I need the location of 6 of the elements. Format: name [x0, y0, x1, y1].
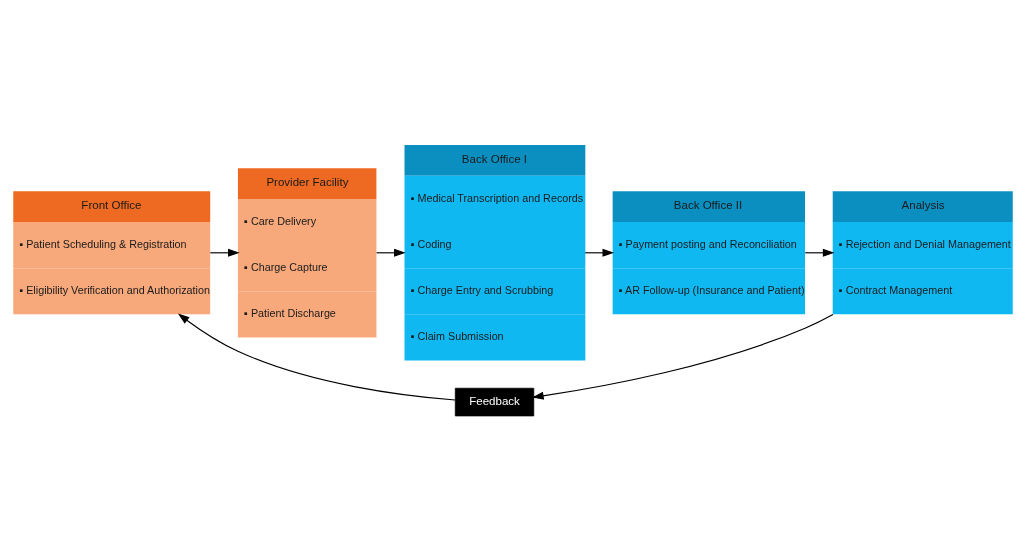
arrow	[209, 248, 240, 257]
node-box: Feedback	[454, 387, 534, 416]
arrow	[375, 248, 406, 257]
arrow	[177, 313, 456, 401]
arrow	[804, 248, 834, 257]
arrow	[531, 313, 834, 400]
